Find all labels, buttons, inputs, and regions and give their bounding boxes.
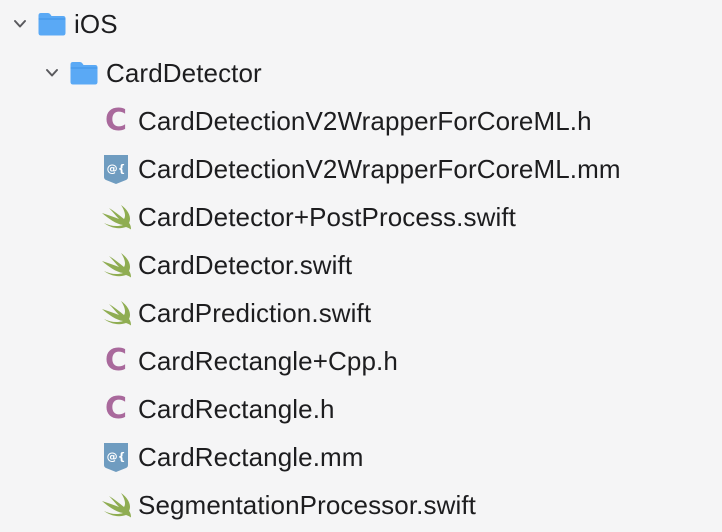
file-row[interactable]: CardDetector+PostProcess.swift	[0, 197, 722, 237]
file-row[interactable]: CardDetector.swift	[0, 245, 722, 285]
objc-source-icon: @{	[100, 441, 132, 473]
tree-row-ios[interactable]: iOS	[0, 4, 722, 44]
file-row[interactable]: @{ CardRectangle.mm	[0, 437, 722, 477]
file-label: CardDetector+PostProcess.swift	[138, 202, 516, 232]
c-header-icon: C	[104, 103, 128, 138]
objc-source-icon: @{	[100, 153, 132, 185]
file-label: CardDetectionV2WrapperForCoreML.h	[138, 106, 592, 136]
file-label: SegmentationProcessor.swift	[138, 490, 476, 520]
file-row[interactable]: @{ CardDetectionV2WrapperForCoreML.mm	[0, 149, 722, 189]
folder-icon	[36, 8, 68, 40]
file-row[interactable]: CardPrediction.swift	[0, 293, 722, 333]
file-label: CardDetector.swift	[138, 250, 353, 280]
swift-icon	[100, 489, 132, 521]
tree-row-label: iOS	[74, 9, 118, 39]
svg-text:@{: @{	[107, 162, 126, 175]
swift-icon	[100, 249, 132, 281]
chevron-down-icon[interactable]	[8, 12, 32, 36]
file-row[interactable]: C CardRectangle+Cpp.h	[0, 341, 722, 381]
c-header-icon: C	[104, 391, 128, 426]
file-label: CardDetectionV2WrapperForCoreML.mm	[138, 154, 621, 184]
c-header-icon: C	[104, 343, 128, 378]
tree-row-label: CardDetector	[106, 58, 262, 88]
swift-icon	[100, 297, 132, 329]
chevron-down-icon[interactable]	[40, 61, 64, 85]
swift-icon	[100, 201, 132, 233]
file-label: CardRectangle.h	[138, 394, 335, 424]
tree-row-carddetector[interactable]: CardDetector	[0, 53, 722, 93]
file-label: CardRectangle+Cpp.h	[138, 346, 398, 376]
file-row[interactable]: SegmentationProcessor.swift	[0, 485, 722, 525]
file-label: CardPrediction.swift	[138, 298, 372, 328]
file-row[interactable]: C CardDetectionV2WrapperForCoreML.h	[0, 101, 722, 141]
svg-text:@{: @{	[107, 450, 126, 463]
file-label: CardRectangle.mm	[138, 442, 364, 472]
file-row[interactable]: C CardRectangle.h	[0, 389, 722, 429]
folder-icon	[68, 57, 100, 89]
